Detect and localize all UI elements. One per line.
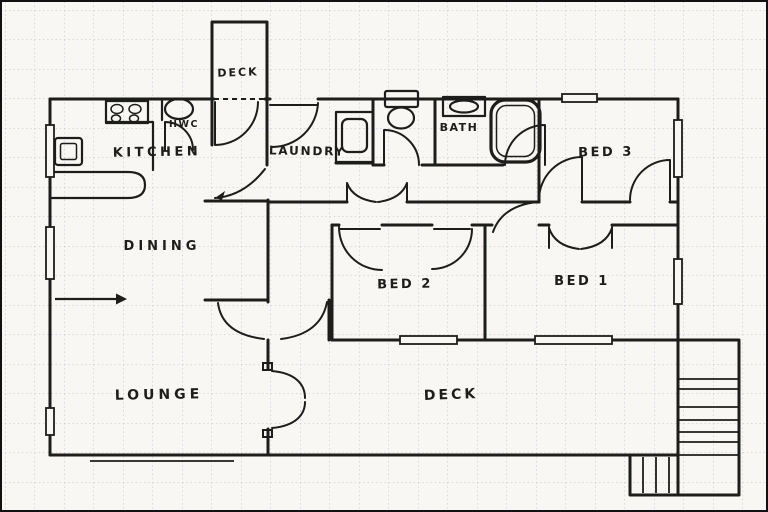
room-label-deck-top: DECK	[217, 65, 259, 79]
hall-closet-door	[431, 228, 473, 270]
wc-door	[383, 129, 420, 166]
french-doors	[271, 370, 306, 429]
dining-door-arrowhead	[215, 191, 225, 200]
room-label-hwc: HWC	[169, 119, 199, 130]
bed3-door-left	[538, 156, 583, 201]
laundry-door	[269, 102, 319, 149]
stairs	[628, 338, 741, 497]
entry-steps	[642, 457, 670, 493]
hwc-door	[164, 121, 194, 151]
room-label-bed3: BED 3	[578, 145, 634, 161]
bed2-door	[338, 226, 383, 271]
bathtub	[489, 98, 542, 164]
bed3-door-right	[629, 159, 671, 201]
bed1-window	[534, 335, 613, 345]
room-label-laundry: LAUNDRY	[269, 143, 345, 158]
lounge-side-window	[45, 407, 55, 436]
room-label-kitchen: KITCHEN	[113, 144, 202, 161]
bed1-side-window	[673, 258, 683, 305]
washing-machine	[334, 110, 375, 164]
room-label-bed1: BED 1	[554, 274, 610, 289]
entry-door	[214, 101, 259, 146]
lounge-door-left	[217, 302, 265, 340]
windows	[45, 93, 683, 462]
room-label-dining: DINING	[124, 239, 201, 254]
dining-window	[45, 226, 55, 280]
bed3-top-window	[561, 93, 598, 103]
vanity-basin	[441, 95, 487, 118]
direction-arrow	[55, 293, 127, 305]
toilet	[383, 89, 420, 130]
hall-cupboard-doors	[346, 182, 408, 203]
lounge-door-right	[280, 301, 328, 340]
bed1-wardrobe-doors	[548, 226, 613, 250]
french-door-hinge-top	[262, 362, 273, 371]
room-label-deck-bottom: DECK	[424, 386, 479, 404]
room-label-lounge: LOUNGE	[115, 386, 204, 404]
room-label-bed2: BED 2	[377, 277, 433, 293]
hot-water-cylinder	[163, 97, 195, 121]
room-labels: DECK KITCHEN HWC LAUNDRY BATH BED 3 DINI…	[113, 65, 634, 404]
fixtures	[53, 89, 542, 167]
room-label-bath: BATH	[440, 121, 479, 134]
bed3-side-window	[673, 119, 683, 178]
bed1-door	[492, 201, 538, 233]
french-door-hinge-bottom	[262, 429, 273, 438]
kitchen-sink-unit	[53, 136, 84, 167]
kitchen-bench	[50, 170, 147, 200]
kitchen-window	[45, 124, 55, 178]
door-arcs	[164, 101, 671, 438]
stove	[104, 99, 150, 125]
bed2-window	[399, 335, 458, 345]
bath-door	[504, 124, 546, 166]
